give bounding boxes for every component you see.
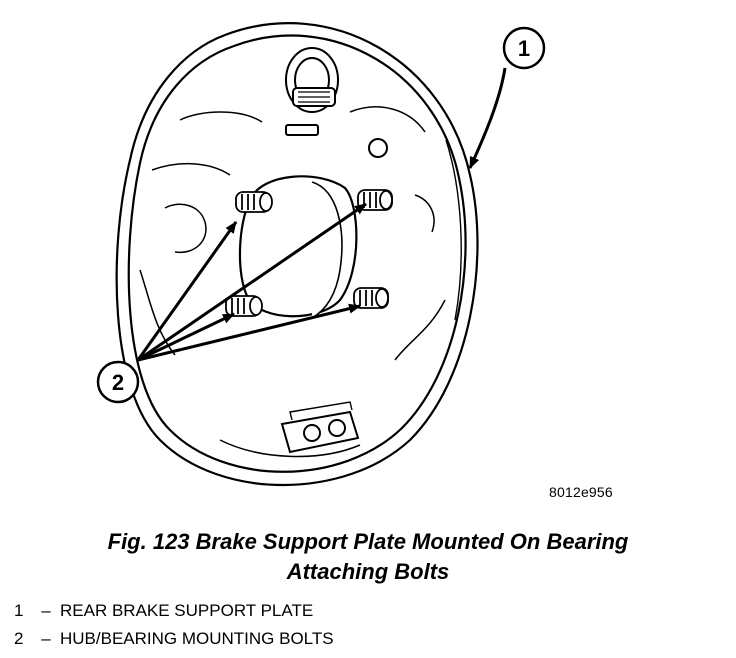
callout-2: 2 <box>96 202 367 404</box>
mounting-bolts <box>225 189 393 317</box>
figure-caption: Fig. 123 Brake Support Plate Mounted On … <box>0 527 736 587</box>
bolt-lower-left <box>225 295 263 317</box>
legend-dash: – <box>41 601 51 620</box>
bolt-lower-right <box>353 287 389 309</box>
legend-item-2: 2–HUB/BEARING MOUNTING BOLTS <box>14 625 334 653</box>
legend-text: HUB/BEARING MOUNTING BOLTS <box>60 629 334 648</box>
legend-text: REAR BRAKE SUPPORT PLATE <box>60 601 314 620</box>
callout-2-label: 2 <box>112 370 124 395</box>
anchor-block <box>280 401 360 454</box>
caption-line-1: Fig. 123 Brake Support Plate Mounted On … <box>107 529 629 554</box>
hub-opening <box>238 175 358 319</box>
legend: 1–REAR BRAKE SUPPORT PLATE 2–HUB/BEARING… <box>14 597 334 653</box>
brake-support-plate-illustration: 1 2 <box>96 22 546 487</box>
callout-1: 1 <box>468 26 546 169</box>
legend-number: 1 <box>14 601 24 620</box>
callout-1-label: 1 <box>518 36 530 61</box>
legend-dash: – <box>41 629 51 648</box>
legend-number: 2 <box>14 629 24 648</box>
bolt-upper-left <box>235 191 273 213</box>
upper-fitting <box>285 47 388 158</box>
caption-line-2: Attaching Bolts <box>286 559 450 584</box>
figure-id: 8012e956 <box>549 484 613 500</box>
legend-item-1: 1–REAR BRAKE SUPPORT PLATE <box>14 597 334 625</box>
